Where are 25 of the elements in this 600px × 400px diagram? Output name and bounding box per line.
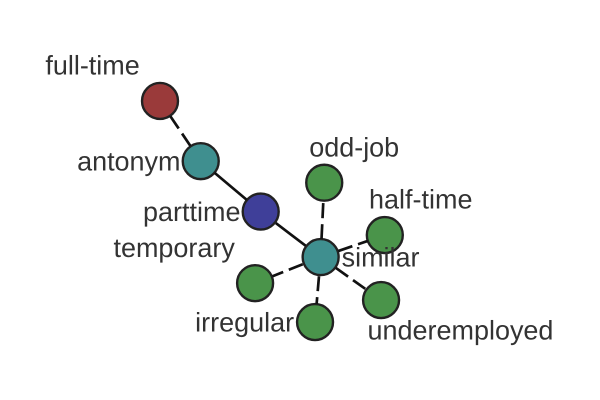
- node-label: similar: [341, 242, 420, 272]
- node-label: irregular: [194, 307, 294, 338]
- connector: [337, 239, 368, 252]
- node-circle: [235, 263, 274, 302]
- node-circle: [181, 141, 220, 180]
- node-circle: [295, 302, 334, 341]
- node-circle: [300, 237, 340, 276]
- node-circle: [241, 192, 280, 230]
- connector: [272, 262, 303, 277]
- node-label: odd-job: [308, 132, 399, 162]
- node-label: antonym: [76, 146, 180, 176]
- connector: [314, 276, 320, 304]
- connector: [274, 222, 306, 246]
- node-label: parttime: [142, 196, 240, 227]
- node-label: temporary: [112, 232, 234, 262]
- node-circle: [140, 81, 179, 120]
- node-label: underemployed: [367, 315, 553, 346]
- connector: [334, 266, 366, 290]
- connector: [168, 114, 192, 146]
- node-label: half-time: [368, 184, 472, 214]
- node-label: full-time: [44, 50, 140, 80]
- connector: [320, 201, 324, 239]
- connector: [213, 171, 248, 200]
- node-circle: [361, 280, 400, 319]
- node-circle: [304, 163, 343, 202]
